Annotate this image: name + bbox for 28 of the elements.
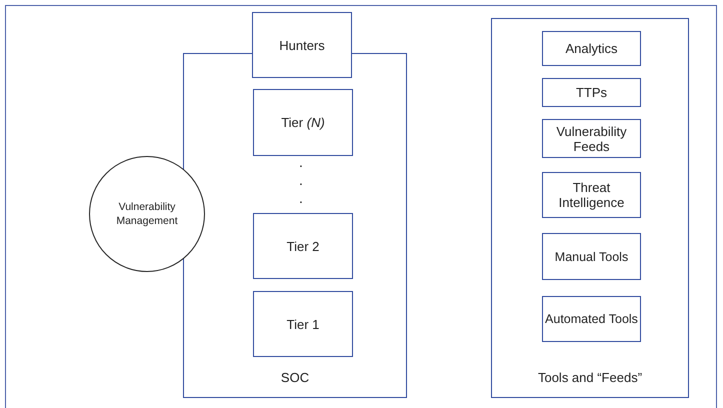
group-label: Tools and “Feeds” [538, 370, 642, 385]
process-box [542, 31, 641, 66]
process-box [542, 296, 641, 342]
node-label: Vulnerability Feeds [555, 124, 628, 154]
node-label: Manual Tools [554, 250, 628, 264]
process-box [252, 12, 352, 78]
process-box [542, 119, 641, 158]
process-box [253, 213, 353, 279]
group-box [183, 53, 407, 398]
group-box [491, 18, 689, 398]
ellipsis-dot: . [299, 155, 303, 169]
node-label: Hunters [279, 38, 325, 52]
process-box [542, 78, 641, 107]
node-label: Tier 1 [286, 316, 320, 332]
ellipsis-dot: . [299, 191, 303, 205]
node-label: Automated Tools [545, 312, 638, 326]
node-label: Threat Intelligence [558, 180, 626, 210]
process-box [253, 291, 353, 357]
ellipsis-dot: . [299, 173, 303, 187]
process-box [542, 233, 641, 280]
process-box [542, 172, 641, 218]
group-label: SOC [280, 370, 310, 385]
node-label: Tier (N) [281, 115, 325, 130]
node-label: Vulnerability Management [115, 200, 179, 228]
node-label: TTPs [576, 85, 608, 100]
node-label: Analytics [565, 41, 618, 56]
process-box [253, 89, 353, 156]
node-label: Tier 2 [286, 238, 320, 254]
